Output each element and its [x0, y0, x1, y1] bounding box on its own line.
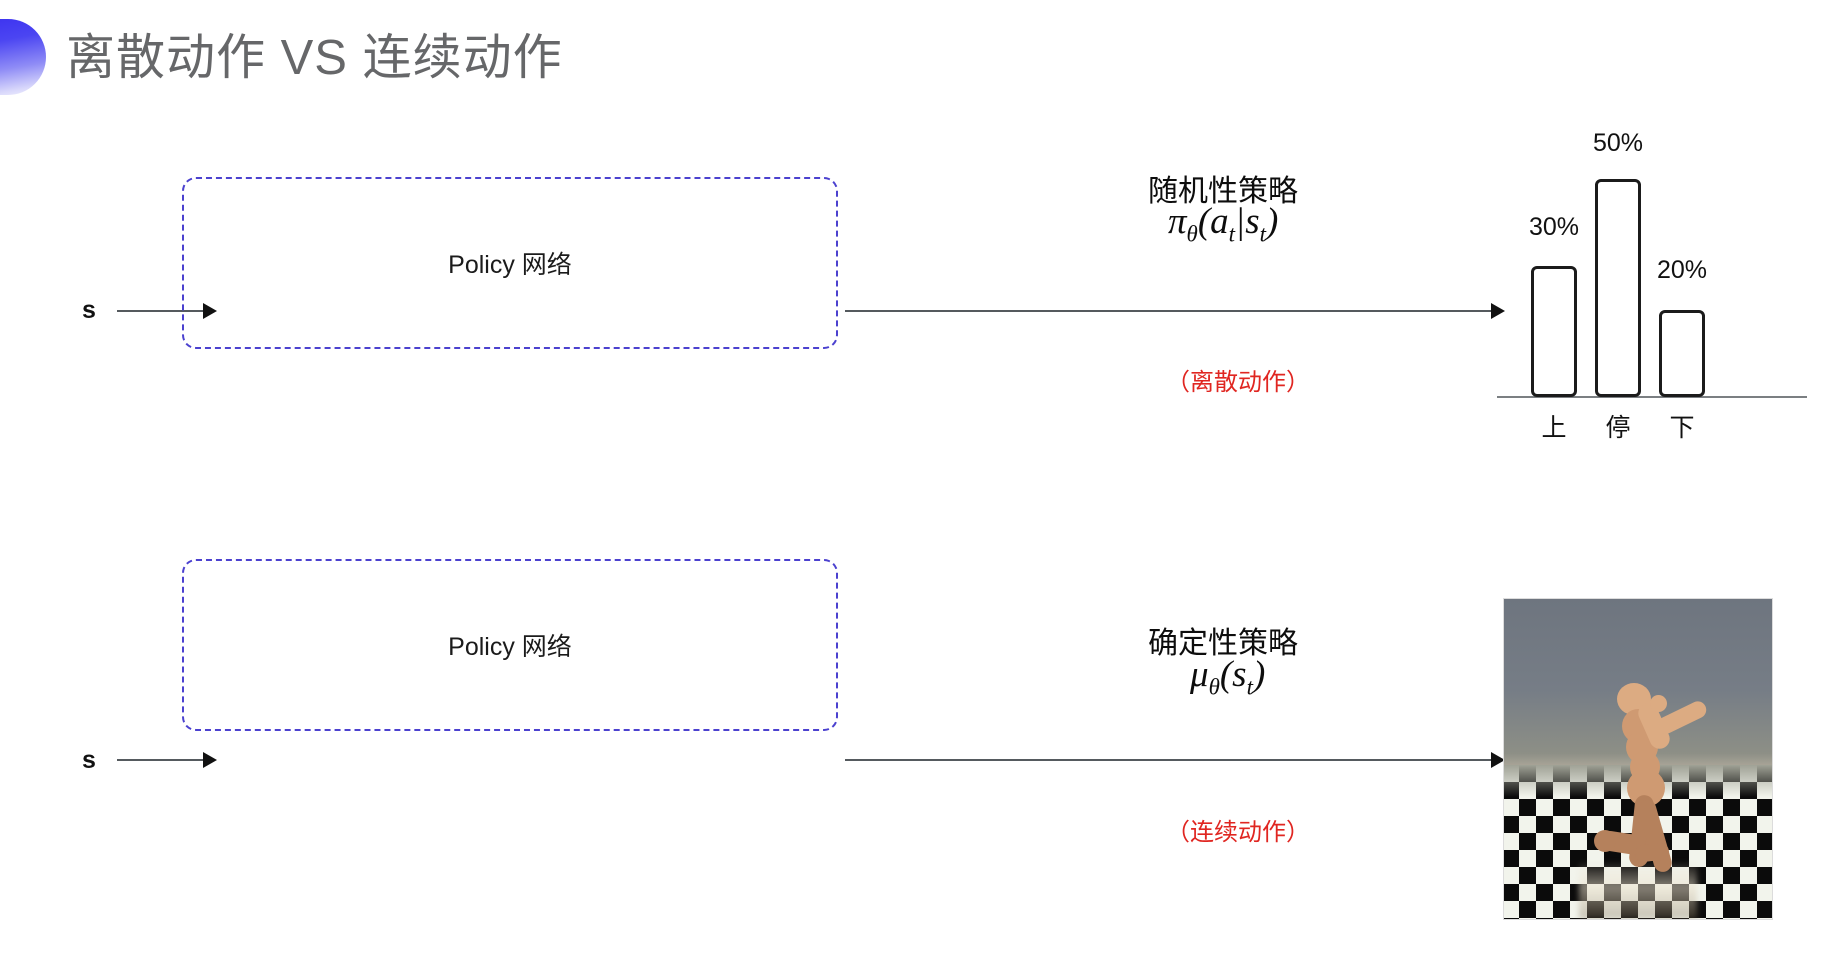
bar-value-1: 50%	[1592, 129, 1644, 157]
policy-network-label-row1: Policy 网络	[448, 251, 572, 279]
humanoid-foot	[1594, 830, 1616, 852]
title-decoration-halfcircle	[0, 19, 46, 95]
action-note-row1: （离散动作）	[1166, 369, 1310, 396]
policy-network-label-row2: Policy 网络	[448, 633, 572, 661]
bar-category-2: 下	[1669, 414, 1695, 442]
policy-formula-row1: πθ(at|st)	[1168, 200, 1278, 247]
formula-t-2: t	[1246, 674, 1253, 700]
formula-open-a: (a	[1197, 201, 1229, 242]
action-probability-bar-chart: 30% 上 50% 停 20% 下	[1497, 96, 1807, 456]
bar-category-0: 上	[1541, 414, 1567, 442]
formula-close-2: )	[1252, 654, 1266, 695]
bar-1	[1595, 179, 1641, 397]
bar-value-2: 20%	[1656, 256, 1708, 284]
bar-2	[1659, 310, 1705, 397]
state-input-label-row1: s	[82, 296, 96, 324]
input-arrow-row1	[117, 303, 217, 319]
humanoid-simulation-image	[1503, 598, 1773, 920]
bar-category-1: 停	[1605, 414, 1631, 442]
formula-theta-2: θ	[1208, 674, 1220, 700]
input-arrow-row2	[117, 752, 217, 768]
formula-close: )	[1265, 201, 1279, 242]
formula-t2: t	[1259, 221, 1266, 247]
output-arrow-row2	[845, 752, 1505, 768]
policy-formula-row2: μθ(st)	[1190, 653, 1265, 700]
output-arrow-row1	[845, 303, 1505, 319]
sim-floor-reflection	[1579, 861, 1697, 919]
bar-0	[1531, 266, 1577, 397]
policy-network-box-row2[interactable]: Policy 网络	[182, 559, 838, 731]
formula-bar-s: |s	[1235, 201, 1260, 242]
chart-baseline	[1497, 396, 1807, 398]
bar-value-0: 30%	[1528, 213, 1580, 241]
formula-pi: π	[1168, 201, 1187, 242]
formula-t1: t	[1228, 221, 1236, 247]
formula-open-s: (s	[1219, 654, 1247, 695]
page-title: 离散动作 VS 连续动作	[66, 31, 563, 85]
policy-name-row2: 确定性策略	[1148, 627, 1298, 660]
formula-theta: θ	[1186, 221, 1198, 247]
formula-mu: μ	[1190, 654, 1209, 695]
humanoid-hand	[1650, 695, 1667, 712]
policy-network-box-row1[interactable]: Policy 网络	[182, 177, 838, 349]
state-input-label-row2: s	[82, 746, 96, 774]
action-note-row2: （连续动作）	[1166, 819, 1310, 846]
policy-name-row1: 随机性策略	[1148, 175, 1298, 208]
